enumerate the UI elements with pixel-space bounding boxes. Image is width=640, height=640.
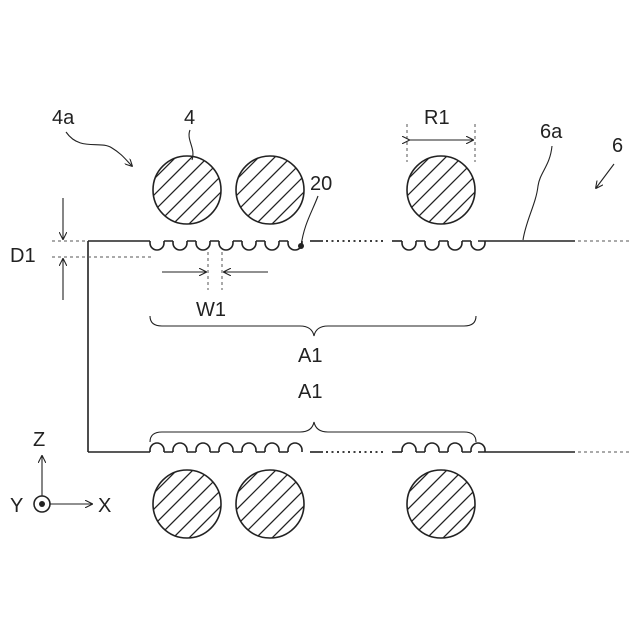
label-4: 4 <box>184 107 195 129</box>
hatch-line <box>151 464 231 544</box>
hatch-line <box>151 150 231 230</box>
label-a1-bottom: A1 <box>298 381 322 403</box>
hatch-line <box>218 150 298 230</box>
label-x: X <box>98 495 111 517</box>
hatch-line <box>135 150 215 230</box>
hatch-line <box>453 464 533 544</box>
hatch-line <box>186 464 266 544</box>
hatch-line <box>186 150 266 230</box>
hatch-line <box>170 464 250 544</box>
hatch-line <box>202 150 282 230</box>
groove-run <box>150 443 302 452</box>
groove-run <box>402 443 485 452</box>
label-6a: 6a <box>540 121 563 143</box>
label-r1: R1 <box>424 107 450 129</box>
coordinate-axes: Z Y X <box>10 429 111 517</box>
hatch-line <box>103 464 183 544</box>
hatch-line <box>202 464 282 544</box>
grooves-bottom <box>150 443 485 452</box>
grooves-top <box>150 241 485 250</box>
hatch-line <box>266 150 346 230</box>
groove-run <box>402 241 485 250</box>
hatch-line <box>437 464 517 544</box>
hatch-line <box>357 464 437 544</box>
hatch-line <box>199 464 279 544</box>
conductor-top-3 <box>341 150 533 230</box>
hatch-line <box>373 150 453 230</box>
hatch-line <box>453 150 533 230</box>
leader-6a <box>523 146 552 240</box>
hatch-line <box>87 150 167 230</box>
leader-6 <box>596 164 614 188</box>
hatch-line <box>234 464 314 544</box>
label-6: 6 <box>612 135 623 157</box>
hatch-line <box>405 150 485 230</box>
hatch-line <box>103 150 183 230</box>
label-a1-top: A1 <box>298 345 322 367</box>
leader-20 <box>301 196 318 246</box>
label-z: Z <box>33 429 45 451</box>
hatch-line <box>135 464 215 544</box>
label-y: Y <box>10 495 23 517</box>
leader-4a <box>66 132 132 166</box>
brace-a1-bottom <box>150 422 476 442</box>
hatch-line <box>389 464 469 544</box>
point-20 <box>298 243 304 249</box>
hatch-line <box>170 150 250 230</box>
hatch-line <box>341 464 421 544</box>
conductor-bottom-3 <box>341 464 533 544</box>
body-outline <box>88 241 632 452</box>
hatch-line <box>282 464 362 544</box>
hatch-line <box>119 464 199 544</box>
y-axis-dot <box>39 501 45 507</box>
hatch-line <box>234 150 314 230</box>
hatch-line <box>341 150 421 230</box>
hatch-line <box>218 464 298 544</box>
label-d1: D1 <box>10 245 36 267</box>
label-w1: W1 <box>196 299 226 321</box>
hatch-line <box>405 464 485 544</box>
hatch-line <box>373 464 453 544</box>
conductor-bottom-2 <box>170 464 362 544</box>
hatch-line <box>357 150 437 230</box>
conductor-top-2 <box>170 150 362 230</box>
hatch-line <box>437 150 517 230</box>
hatch-line <box>119 150 199 230</box>
hatch-line <box>199 150 279 230</box>
groove-run <box>150 241 302 250</box>
label-4a: 4a <box>52 107 75 129</box>
hatch-line <box>389 150 469 230</box>
hatch-line <box>266 464 346 544</box>
label-20: 20 <box>310 173 332 195</box>
